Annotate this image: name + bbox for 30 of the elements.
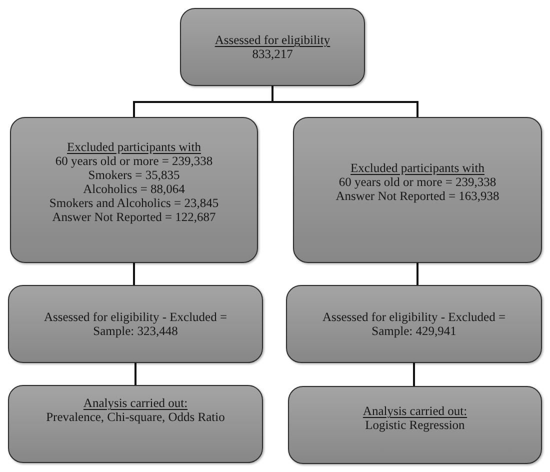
box-text: Answer Not Reported = 122,687 xyxy=(51,210,217,224)
box-text: Alcoholics = 88,064 xyxy=(82,182,186,196)
connector-line xyxy=(416,263,418,285)
connector-line xyxy=(134,363,136,385)
process-box xyxy=(8,385,263,463)
box-heading: Excluded participants with xyxy=(66,140,202,154)
box-text: Logistic Regression xyxy=(364,418,466,432)
process-box xyxy=(293,117,542,263)
box-text: Sample: 429,941 xyxy=(370,324,458,338)
connector-line xyxy=(413,363,415,386)
process-box xyxy=(180,8,365,86)
box-heading: Excluded participants with xyxy=(350,161,486,175)
box-text: 60 years old or more = 239,338 xyxy=(338,175,498,189)
process-box xyxy=(286,285,542,363)
connector-line xyxy=(133,263,135,285)
process-box xyxy=(10,117,258,263)
box-text: Smokers and Alcoholics = 23,845 xyxy=(48,196,220,210)
box-text: 60 years old or more = 239,338 xyxy=(54,154,214,168)
process-box xyxy=(288,386,542,464)
process-box xyxy=(8,285,263,363)
box-text: 833,217 xyxy=(251,47,294,61)
box-heading: Analysis carried out: xyxy=(362,404,468,418)
box-text: Prevalence, Chi-square, Odds Ratio xyxy=(45,410,226,424)
box-text: Assessed for eligibility - Excluded = xyxy=(321,310,507,324)
box-text: Answer Not Reported = 163,938 xyxy=(334,189,500,203)
box-heading: Analysis carried out: xyxy=(82,396,189,410)
box-text: Smokers = 35,835 xyxy=(87,168,181,182)
box-text: Assessed for eligibility - Excluded = xyxy=(42,310,228,324)
box-heading: Assessed for eligibility xyxy=(214,33,332,47)
box-text: Sample: 323,448 xyxy=(92,324,179,338)
